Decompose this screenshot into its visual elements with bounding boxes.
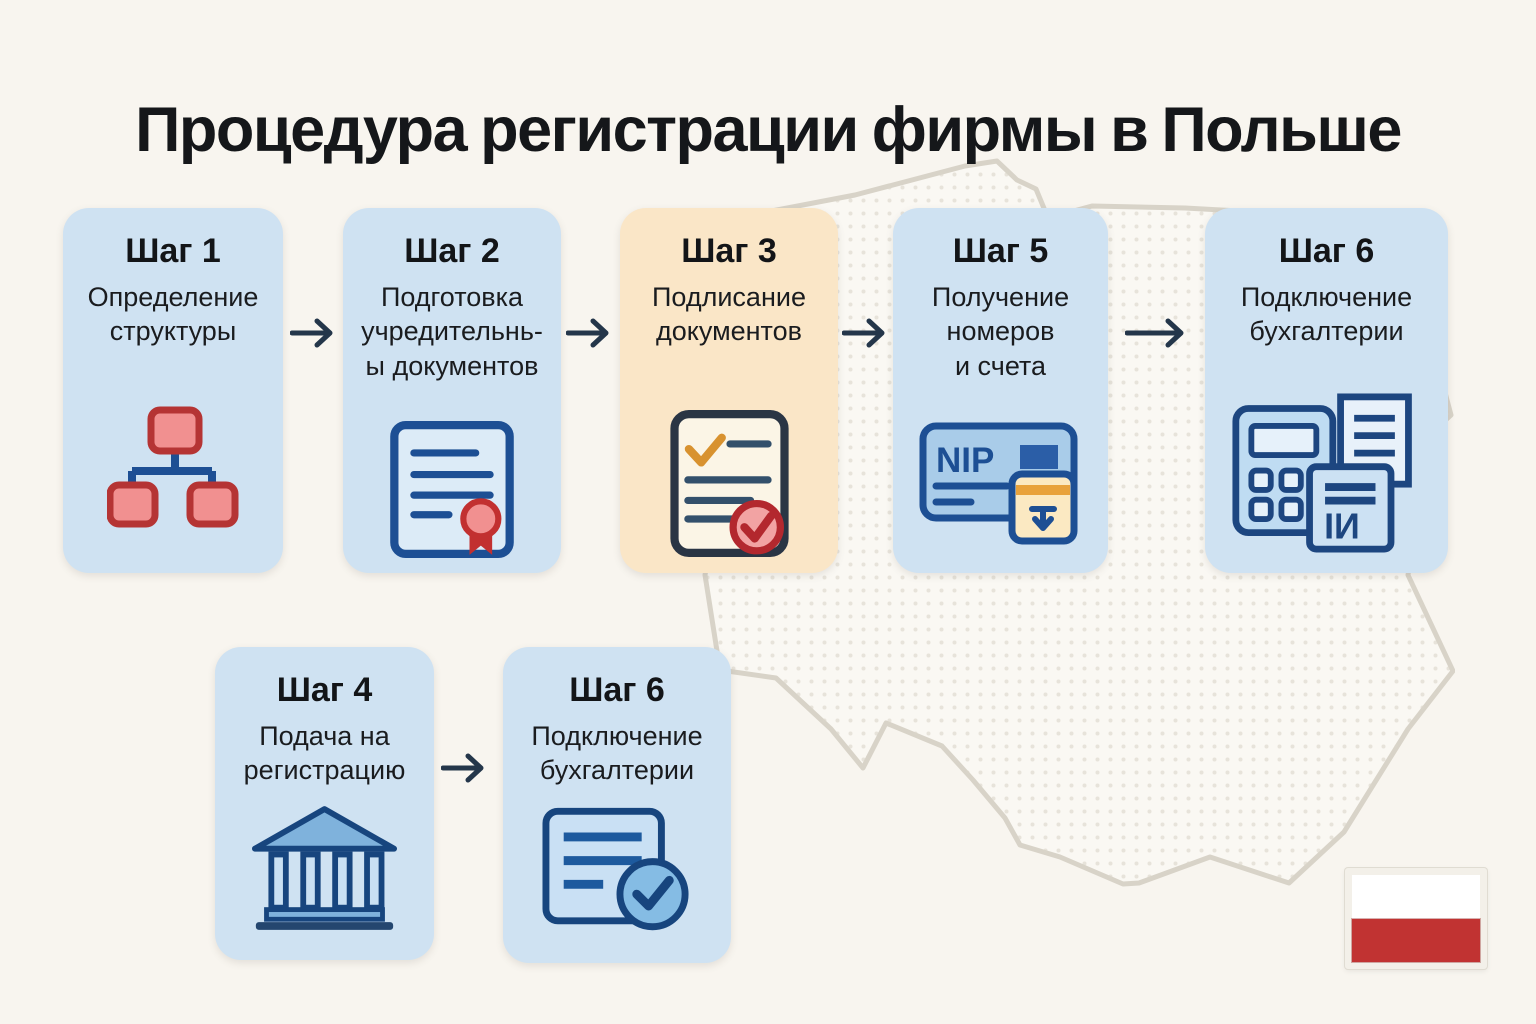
step-description: Подготовка учредительнь- ы документов (361, 281, 543, 381)
step-card-2: Шаг 2 Подготовка учредительнь- ы докумен… (343, 208, 561, 573)
signed-document-icon (669, 410, 789, 557)
doc-glyph-label: ІИ (1324, 506, 1360, 546)
step-description: Подключение бухгалтерии (1240, 281, 1413, 347)
nip-card-icon: NIP (919, 422, 1082, 545)
step-description: Подача на регистрацию (243, 720, 406, 786)
step-description: Определение структуры (87, 281, 259, 347)
nip-label: NIP (936, 441, 994, 480)
step-label: Шаг 6 (1278, 232, 1375, 270)
step-label: Шаг 3 (681, 232, 777, 270)
step-label: Шаг 1 (125, 232, 221, 270)
step-card-4: Шаг 4 Подача на регистрацию (215, 647, 434, 960)
step-label: Шаг 6 (569, 671, 665, 709)
step-card-6-top: Шаг 6 Подключение бухгалтерии ІИ (1205, 208, 1448, 573)
flow-arrow-icon (440, 751, 487, 785)
step-card-6-bottom: Шаг 6 Подключение бухгалтерии (503, 647, 731, 963)
flow-arrow-icon (1124, 316, 1187, 350)
certificate-icon (389, 420, 515, 559)
step-card-5: Шаг 5 Получение номеров и счета NIP (893, 208, 1108, 573)
step-description: Подлисание документов (652, 281, 806, 347)
flow-arrow-icon (289, 316, 336, 350)
org-chart-icon (106, 405, 239, 529)
checklist-icon (542, 807, 692, 933)
step-description: Подключение бухгалтерии (531, 720, 703, 786)
step-label: Шаг 4 (276, 671, 373, 709)
poland-flag (1345, 868, 1487, 969)
bank-icon (252, 806, 397, 932)
step-description: Получение номеров и счета (931, 281, 1070, 381)
flow-arrow-icon (565, 316, 612, 350)
step-card-1: Шаг 1 Определение структуры (63, 208, 283, 573)
step-label: Шаг 5 (952, 232, 1049, 270)
step-label: Шаг 2 (404, 232, 500, 270)
page-title: Процедура регистрации фирмы в Польше (135, 95, 1402, 166)
flow-arrow-icon (841, 316, 888, 350)
step-card-3: Шаг 3 Подлисание документов (620, 208, 838, 573)
flag-red-stripe (1352, 918, 1480, 962)
accounting-icon: ІИ (1231, 393, 1423, 553)
